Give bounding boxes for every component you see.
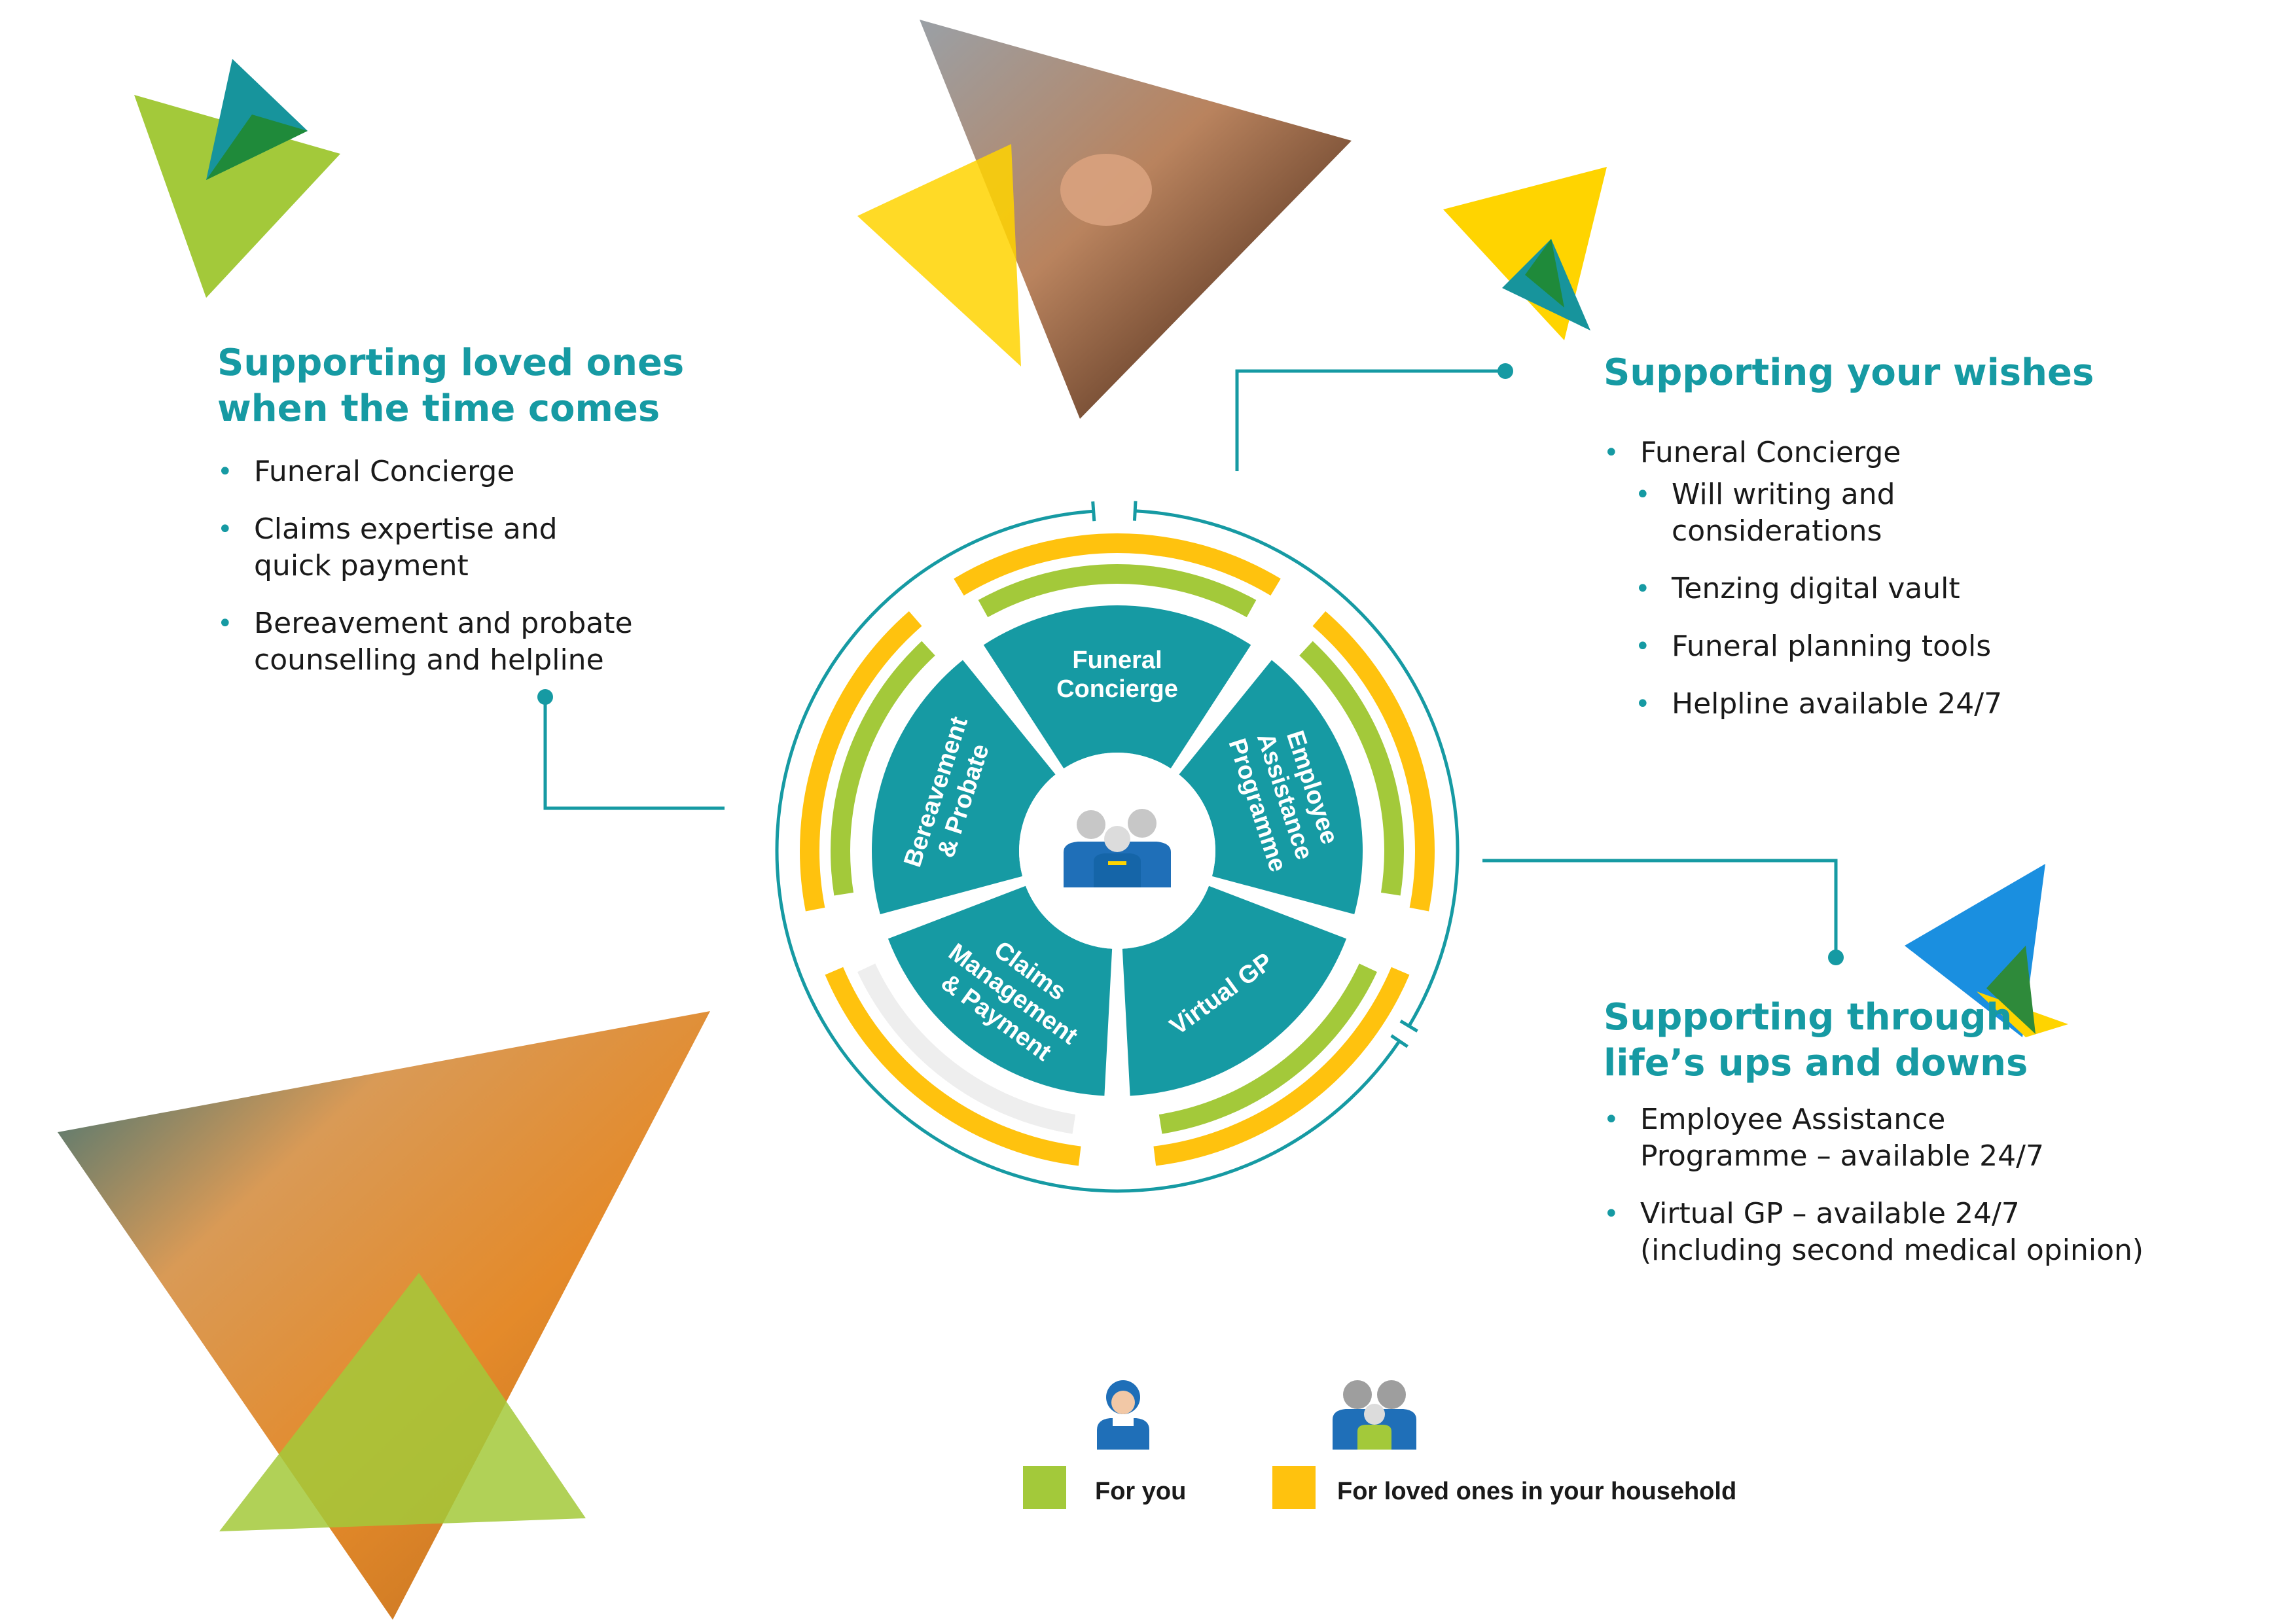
household-arc	[825, 967, 1081, 1166]
outer-ring-arc	[775, 509, 1401, 1193]
wheel-segment	[888, 885, 1113, 1096]
heading-line: Supporting through	[1604, 996, 2013, 1039]
services-list-bottom-right: Employee AssistanceProgramme – available…	[1604, 1101, 2258, 1290]
outer-ring-tick	[1399, 1019, 1418, 1033]
outer-ring-tick	[1390, 1034, 1408, 1048]
you-arc	[1158, 963, 1377, 1134]
connector-dot	[537, 689, 553, 705]
outer-ring-tick	[1091, 501, 1096, 522]
decorative-arrow	[1443, 167, 1607, 340]
photo-triangle	[857, 20, 1352, 419]
wheel-segment	[983, 605, 1251, 769]
list-item: Funeral Concierge	[1604, 435, 2193, 471]
section-heading-left: Supporting loved ones when the time come…	[217, 340, 684, 432]
person-icon	[1097, 1380, 1149, 1450]
heading-line: life’s ups and downs	[1604, 1042, 2028, 1084]
list-item: Tenzing digital vault	[1635, 571, 2193, 607]
wheel-label-line: Funeral	[1072, 647, 1162, 674]
wheel-segment	[1122, 885, 1347, 1096]
outer-ring-arc	[1135, 509, 1460, 1027]
household-arc	[1153, 967, 1410, 1166]
section-heading-top-right: Supporting your wishes	[1604, 350, 2094, 396]
heading-line: Supporting your wishes	[1604, 351, 2094, 394]
list-item: Employee AssistanceProgramme – available…	[1604, 1101, 2258, 1175]
connector-dot	[1498, 363, 1513, 379]
heading-line: Supporting loved ones	[217, 342, 685, 384]
family-icon	[1019, 753, 1215, 949]
wheel-outer-ring	[775, 501, 1460, 1193]
outer-ring-tick	[1132, 501, 1138, 521]
list-item: Funeral Concierge	[217, 454, 675, 490]
wheel-household-ring	[800, 533, 1435, 1166]
photo-triangle	[58, 1011, 710, 1620]
household-arc	[1312, 611, 1435, 912]
you-arc	[978, 564, 1257, 618]
wheel-segment	[872, 660, 1056, 915]
you-arc	[857, 963, 1076, 1134]
list-item: Funeral planning tools	[1635, 628, 2193, 665]
family-icon	[1333, 1380, 1416, 1450]
household-arc	[800, 611, 922, 912]
section-heading-bottom-right: Supporting through life’s ups and downs	[1604, 995, 2028, 1086]
legend-swatch-for-you	[1023, 1466, 1066, 1509]
wheel-you-ring	[831, 564, 1404, 1134]
legend-swatch-household	[1272, 1466, 1316, 1509]
connector-lines	[543, 369, 1838, 957]
you-arc	[831, 641, 935, 896]
wheel-label-line: Concierge	[1056, 675, 1178, 703]
wheel-segment	[1179, 660, 1363, 915]
connector-dot	[1828, 950, 1844, 965]
heading-line: when the time comes	[217, 387, 660, 430]
list-item: Helpline available 24/7	[1635, 686, 2193, 722]
you-arc	[1299, 641, 1404, 896]
services-list-top-right: Funeral Concierge Will writing andconsid…	[1604, 435, 2193, 743]
household-arc	[954, 533, 1281, 596]
list-item: Virtual GP – available 24/7(including se…	[1604, 1196, 2258, 1269]
legend-label-for-you: For you	[1095, 1478, 1187, 1505]
legend-label-household: For loved ones in your household	[1337, 1478, 1737, 1505]
services-list-left: Funeral Concierge Claims expertise andqu…	[217, 454, 675, 700]
decorative-arrow	[134, 59, 340, 298]
decorative-arrow	[1905, 864, 2068, 1037]
